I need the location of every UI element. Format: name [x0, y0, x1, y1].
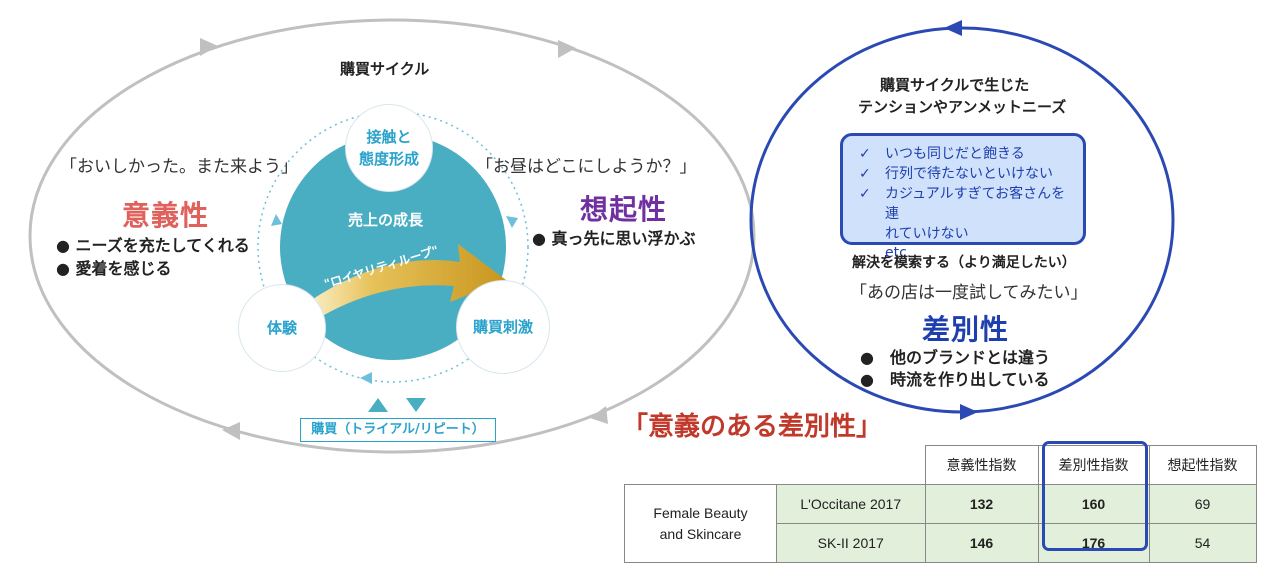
category-cell: Female Beauty and Skincare [624, 484, 777, 563]
index-table: 意義性指数 差別性指数 想起性指数 Female Beauty and Skin… [624, 445, 1257, 563]
need-text: いつも同じだと飽きる [885, 146, 1025, 162]
node-contact-label: 接触と 態度形成 [358, 127, 419, 169]
need-text: 行列で待たないといけない [885, 166, 1053, 182]
purchase-cycle-ellipse [28, 18, 756, 454]
meaningful-cell: 132 [924, 484, 1039, 524]
header-meaningful: 意義性指数 [924, 445, 1039, 485]
cycle-arrow-top-right [558, 40, 576, 58]
table-empty-cell [625, 446, 777, 485]
purchase-cycle-title: 購買サイクル [340, 60, 430, 78]
sales-growth-label: 売上の成長 [348, 211, 424, 229]
purchase-down-triangle [406, 398, 426, 412]
quote-left: 「おいしかった。また来よう」 [60, 157, 298, 177]
summary-title: 「意義のある差別性」 [622, 412, 883, 442]
resolve-label: 解決を模索する（より満足したい） [852, 255, 1076, 271]
node-stimulus: 購買刺激 [456, 280, 550, 374]
different-cell: 176 [1037, 523, 1150, 563]
meaningful-title: 意義性 [122, 199, 210, 232]
different-title: 差別性 [922, 313, 1010, 346]
node-stimulus-label: 購買刺激 [472, 317, 533, 336]
table-header-row: 意義性指数 差別性指数 想起性指数 [625, 445, 1257, 485]
different-bullet-1: ● 他のブランドとは違う [860, 348, 1050, 367]
check-icon: ✓ [859, 146, 871, 162]
purchase-box: 購買（トライアル/リピート） [300, 418, 496, 442]
tension-title-line2: テンションやアンメットニーズ [858, 98, 1067, 116]
cycle-arrow-bottom-right [590, 406, 608, 424]
different-cell: 160 [1037, 484, 1150, 524]
table-row: Female Beauty and Skincare L'Occitane 20… [624, 484, 1257, 563]
meaningful-cell: 146 [924, 523, 1039, 563]
unmet-needs-box: ✓ いつも同じだと飽きる ✓ 行列で待たないといけない ✓ カジュアルすぎてお客さんを… [840, 133, 1086, 261]
table-empty-cell [777, 446, 926, 485]
meaningful-bullet-1: ● ニーズを充たしてくれる [56, 236, 250, 255]
tension-arrow-bottom [960, 404, 978, 420]
tension-arrow-top [944, 20, 962, 36]
cycle-arrow-top-left [200, 38, 218, 56]
loyalty-dotted-ring [257, 111, 529, 383]
inner-arrow-left [271, 214, 282, 226]
need-item: ✓ 行列で待たないといけない [859, 164, 1073, 184]
header-different: 差別性指数 [1037, 445, 1150, 485]
quote-right: 「お昼はどこにしようか？」 [476, 157, 697, 177]
salient-cell: 54 [1148, 523, 1257, 563]
header-salient: 想起性指数 [1148, 445, 1257, 485]
cycle-arrow-bottom-left [222, 422, 240, 440]
salient-cell: 69 [1148, 484, 1257, 524]
different-bullet-2: ● 時流を作り出している [860, 370, 1050, 389]
brand-cell: SK-II 2017 [776, 523, 926, 563]
meaningful-bullet-2: ● 愛着を感じる [56, 259, 172, 278]
node-contact: 接触と 態度形成 [345, 104, 433, 192]
loyalty-loop-arrow [300, 244, 506, 322]
inner-arrow-bottom [360, 372, 372, 384]
inner-arrow-right [506, 216, 518, 228]
needs-etc: etc. [885, 245, 912, 261]
node-experience: 体験 [238, 284, 326, 372]
salience-bullet-1: ● 真っ先に思い浮かぶ [532, 229, 696, 248]
need-item: ✓ いつも同じだと飽きる [859, 144, 1073, 164]
need-item: ✓ カジュアルすぎてお客さんを連 れていけない [859, 184, 1073, 244]
check-icon: ✓ [859, 166, 871, 182]
salience-title: 想起性 [580, 193, 668, 226]
check-icon: ✓ [859, 186, 871, 202]
need-text: カジュアルすぎてお客さんを連 れていけない [885, 186, 1066, 242]
tension-title-line1: 購買サイクルで生じた [880, 76, 1030, 94]
node-experience-label: 体験 [266, 318, 297, 337]
table-row: SK-II 2017 146 176 54 [625, 523, 1257, 563]
tension-quote: 「あの店は一度試してみたい」 [850, 283, 1088, 303]
purchase-up-triangle [368, 398, 388, 412]
brand-cell: L'Occitane 2017 [776, 484, 926, 524]
